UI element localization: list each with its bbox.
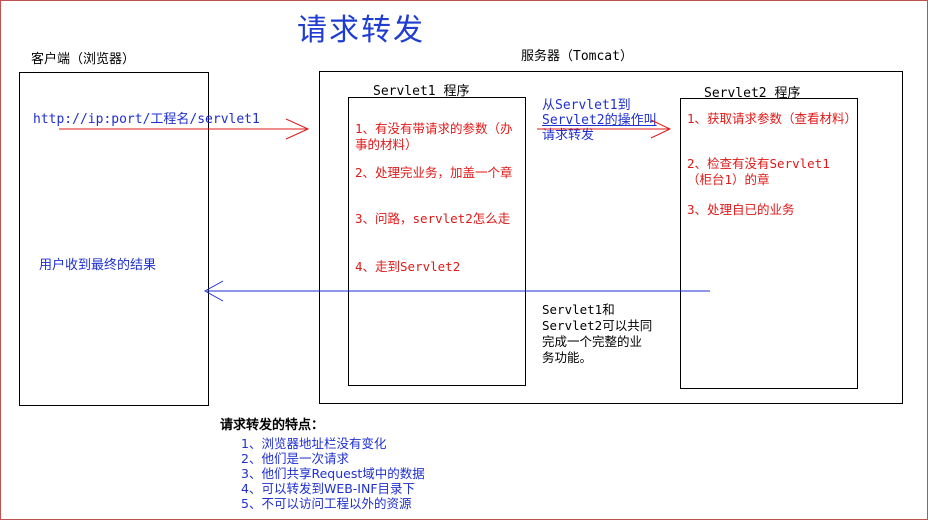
result-text: 用户收到最终的结果: [39, 258, 157, 273]
servlet1-label: Servlet1 程序: [373, 84, 470, 99]
servlet2-step-2: 2、检查有没有Servlet1（柜台1）的章: [687, 156, 830, 187]
servlet2-box: [680, 98, 858, 389]
shared-note-line: Servlet2可以共同: [542, 318, 653, 333]
shared-note-line: 完成一个完整的业: [542, 334, 643, 349]
feature-item: 2、他们是一次请求: [241, 451, 349, 466]
feature-item: 1、浏览器地址栏没有变化: [241, 436, 387, 451]
request-arrow-head: [285, 118, 310, 140]
page-title: 请求转发: [297, 13, 425, 48]
servlet2-step-3: 3、处理自已的业务: [687, 202, 795, 217]
server-label: 服务器（Tomcat）: [521, 49, 633, 64]
shared-note: Servlet1和 Servlet2可以共同 完成一个完整的业 务功能。: [542, 302, 652, 366]
features-title: 请求转发的特点：: [220, 418, 325, 433]
client-label: 客户端（浏览器）: [31, 52, 136, 67]
servlet1-step-3: 3、问路，servlet2怎么走: [355, 211, 511, 226]
forward-arrow-head: [650, 119, 672, 139]
features-list: 1、浏览器地址栏没有变化 2、他们是一次请求 3、他们共享Request域中的数…: [241, 436, 425, 511]
shared-note-line: Servlet1和: [542, 302, 615, 317]
servlet2-label: Servlet2 程序: [704, 86, 801, 101]
servlet2-step-1: 1、获取请求参数（查看材料）: [687, 111, 858, 126]
shared-note-line: 务功能。: [542, 350, 593, 365]
servlet1-step-2: 2、处理完业务，加盖一个章: [355, 165, 513, 180]
forward-note-line: 请求转发: [542, 128, 595, 143]
forward-note-line: 从Servlet1到: [542, 98, 631, 113]
servlet1-step-1: 1、有没有带请求的参数（办事的材料）: [355, 121, 513, 152]
servlet1-box: [348, 97, 526, 386]
request-url: http://ip:port/工程名/servlet1: [33, 112, 260, 127]
feature-item: 4、可以转发到WEB-INF目录下: [241, 481, 416, 496]
forward-note: 从Servlet1到 Servlet2的操作叫 请求转发: [542, 98, 657, 143]
feature-item: 3、他们共享Request域中的数据: [241, 466, 425, 481]
response-arrow-head: [203, 280, 224, 302]
servlet1-step-4: 4、走到Servlet2: [355, 259, 461, 274]
feature-item: 5、不可以访问工程以外的资源: [241, 496, 412, 511]
client-box: [19, 72, 209, 406]
forward-note-line: Servlet2的操作叫: [542, 113, 657, 128]
